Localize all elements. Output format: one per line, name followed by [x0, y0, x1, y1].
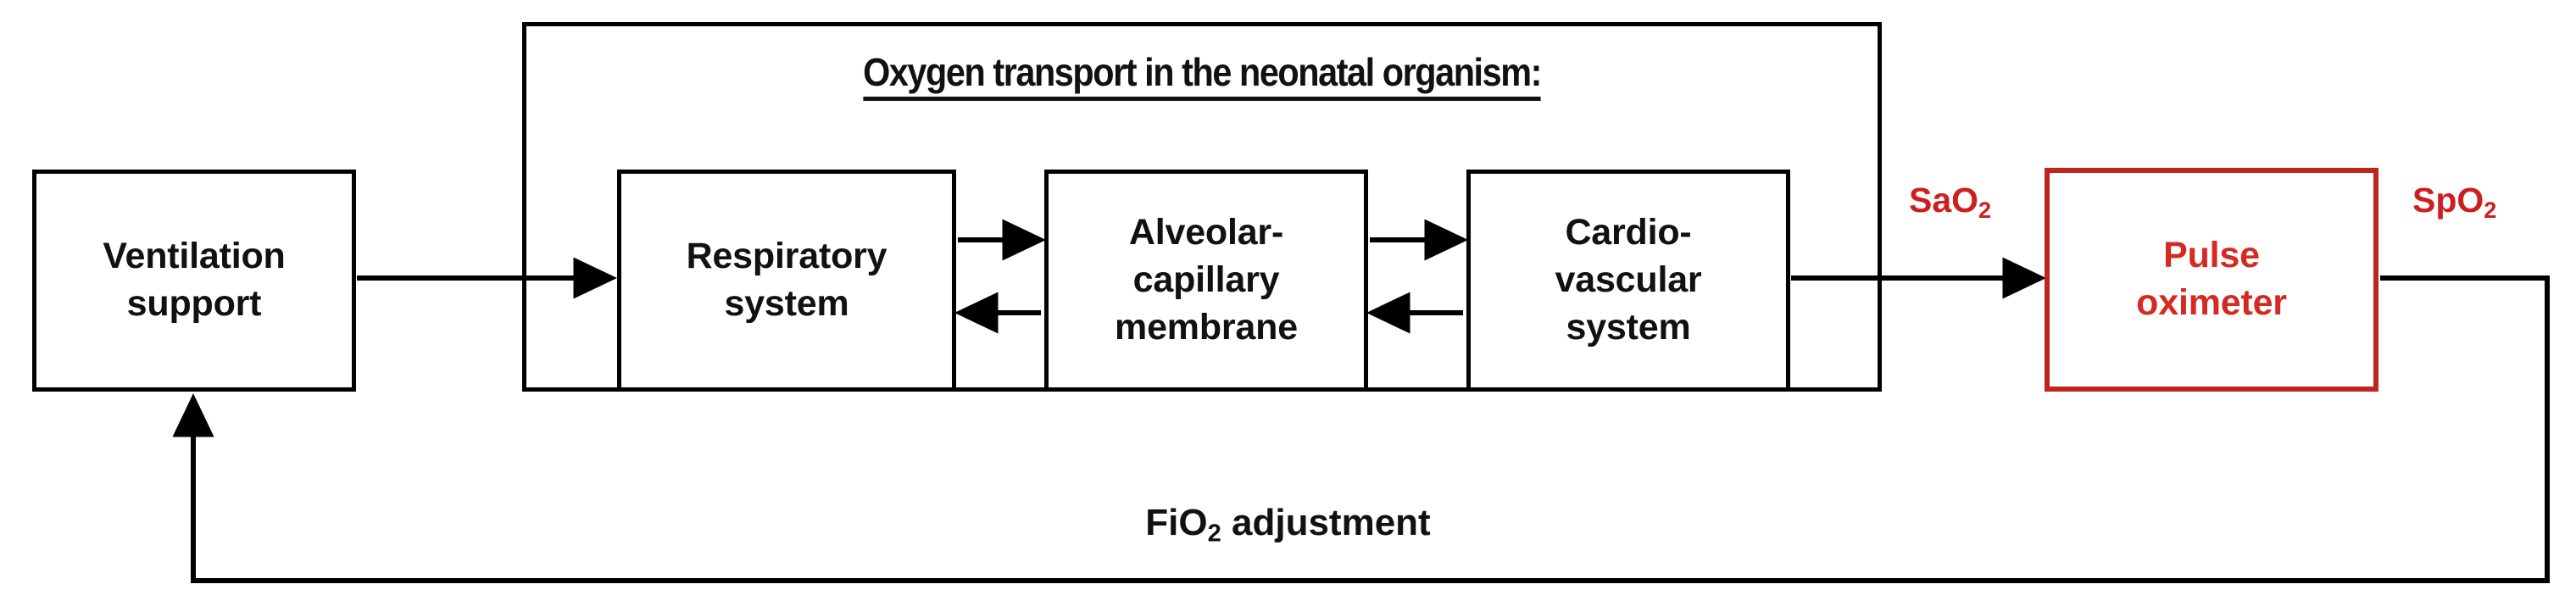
- group-title: Oxygen transport in the neonatal organis…: [590, 49, 1814, 101]
- node-cardiovascular-system-label: Cardio- vascular system: [1555, 209, 1702, 352]
- node-respiratory-system[interactable]: Respiratory system: [617, 170, 956, 392]
- cardiovascular-line1: Cardio-: [1565, 212, 1692, 253]
- fio2-base: FiO: [1145, 502, 1208, 543]
- node-cardiovascular-system[interactable]: Cardio- vascular system: [1466, 170, 1790, 392]
- spo2-base: SpO: [2412, 181, 2484, 220]
- respiratory-system-line1: Respiratory: [686, 236, 887, 277]
- node-respiratory-system-label: Respiratory system: [687, 233, 887, 328]
- membrane-line3: membrane: [1115, 306, 1298, 348]
- membrane-line2: capillary: [1132, 259, 1280, 301]
- fio2-subscript: 2: [1207, 520, 1221, 548]
- edge-label-fio2-adjustment: FiO2 adjustment: [0, 502, 2576, 548]
- ventilation-support-line1: Ventilation: [103, 236, 286, 277]
- pulse-oximeter-line2: oximeter: [2136, 282, 2287, 323]
- spo2-subscript: 2: [2484, 197, 2497, 223]
- node-alveolar-capillary-membrane-label: Alveolar- capillary membrane: [1115, 209, 1298, 352]
- cardiovascular-line2: vascular: [1555, 259, 1702, 301]
- pulse-oximeter-line1: Pulse: [2163, 235, 2260, 276]
- edge-label-sao2: SaO2: [1909, 181, 1991, 224]
- fio2-rest: adjustment: [1221, 502, 1431, 543]
- node-alveolar-capillary-membrane[interactable]: Alveolar- capillary membrane: [1044, 170, 1368, 392]
- node-pulse-oximeter-label: Pulse oximeter: [2136, 232, 2287, 327]
- node-ventilation-support-label: Ventilation support: [103, 233, 285, 328]
- ventilation-support-line2: support: [126, 283, 262, 324]
- sao2-base: SaO: [1909, 181, 1979, 220]
- node-pulse-oximeter[interactable]: Pulse oximeter: [2045, 168, 2378, 392]
- cardiovascular-line3: system: [1566, 306, 1691, 348]
- node-ventilation-support[interactable]: Ventilation support: [32, 170, 356, 392]
- group-title-text: Oxygen transport in the neonatal organis…: [863, 50, 1542, 101]
- sao2-subscript: 2: [1978, 197, 1992, 223]
- respiratory-system-line2: system: [724, 283, 849, 324]
- membrane-line1: Alveolar-: [1128, 212, 1284, 253]
- edge-label-spo2: SpO2: [2412, 181, 2496, 224]
